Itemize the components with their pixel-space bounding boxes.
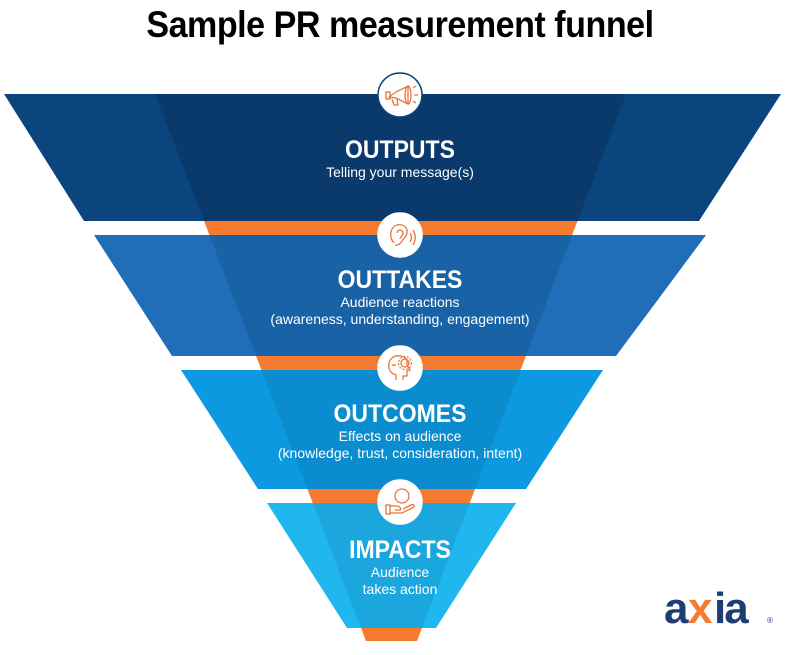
tier-name: OUTCOMES — [333, 400, 467, 428]
tier-outcomes: OUTCOMES Effects on audience (knowledge,… — [0, 400, 800, 462]
hand-coin-icon — [377, 479, 423, 525]
tier-impacts: IMPACTS Audience takes action — [0, 536, 800, 598]
logo-a: a — [664, 585, 689, 633]
megaphone-icon — [377, 72, 423, 118]
tier-name: OUTPUTS — [345, 136, 455, 164]
axia-logo: a x ia ® — [664, 585, 773, 633]
logo-x: x — [688, 585, 713, 633]
tier-outtakes: OUTTAKES Audience reactions (awareness, … — [0, 266, 800, 328]
tier-name: OUTTAKES — [337, 266, 463, 294]
tier-desc: Audience reactions — [340, 294, 460, 310]
tier-name: IMPACTS — [349, 536, 451, 564]
logo-registered: ® — [767, 616, 773, 625]
tier-desc: Telling your message(s) — [326, 164, 474, 180]
tier-inner-shade-outtakes — [209, 235, 573, 356]
head-gear-icon — [377, 345, 423, 391]
ear-icon — [377, 212, 423, 258]
tier-inner-shade-impacts — [312, 503, 470, 628]
tier-desc: (awareness, understanding, engagement) — [270, 311, 530, 327]
tier-inner-shade-outcomes — [261, 370, 521, 489]
tier-inner-shade-outputs — [155, 94, 626, 221]
tier-desc: takes action — [362, 581, 438, 597]
tier-desc: (knowledge, trust, consideration, intent… — [277, 445, 523, 461]
page-title: Sample PR measurement funnel — [146, 4, 654, 45]
tier-desc: Effects on audience — [338, 428, 462, 444]
tier-outputs: OUTPUTS Telling your message(s) — [0, 136, 800, 181]
tier-desc: Audience — [370, 564, 430, 580]
logo-ia: ia — [714, 585, 749, 633]
